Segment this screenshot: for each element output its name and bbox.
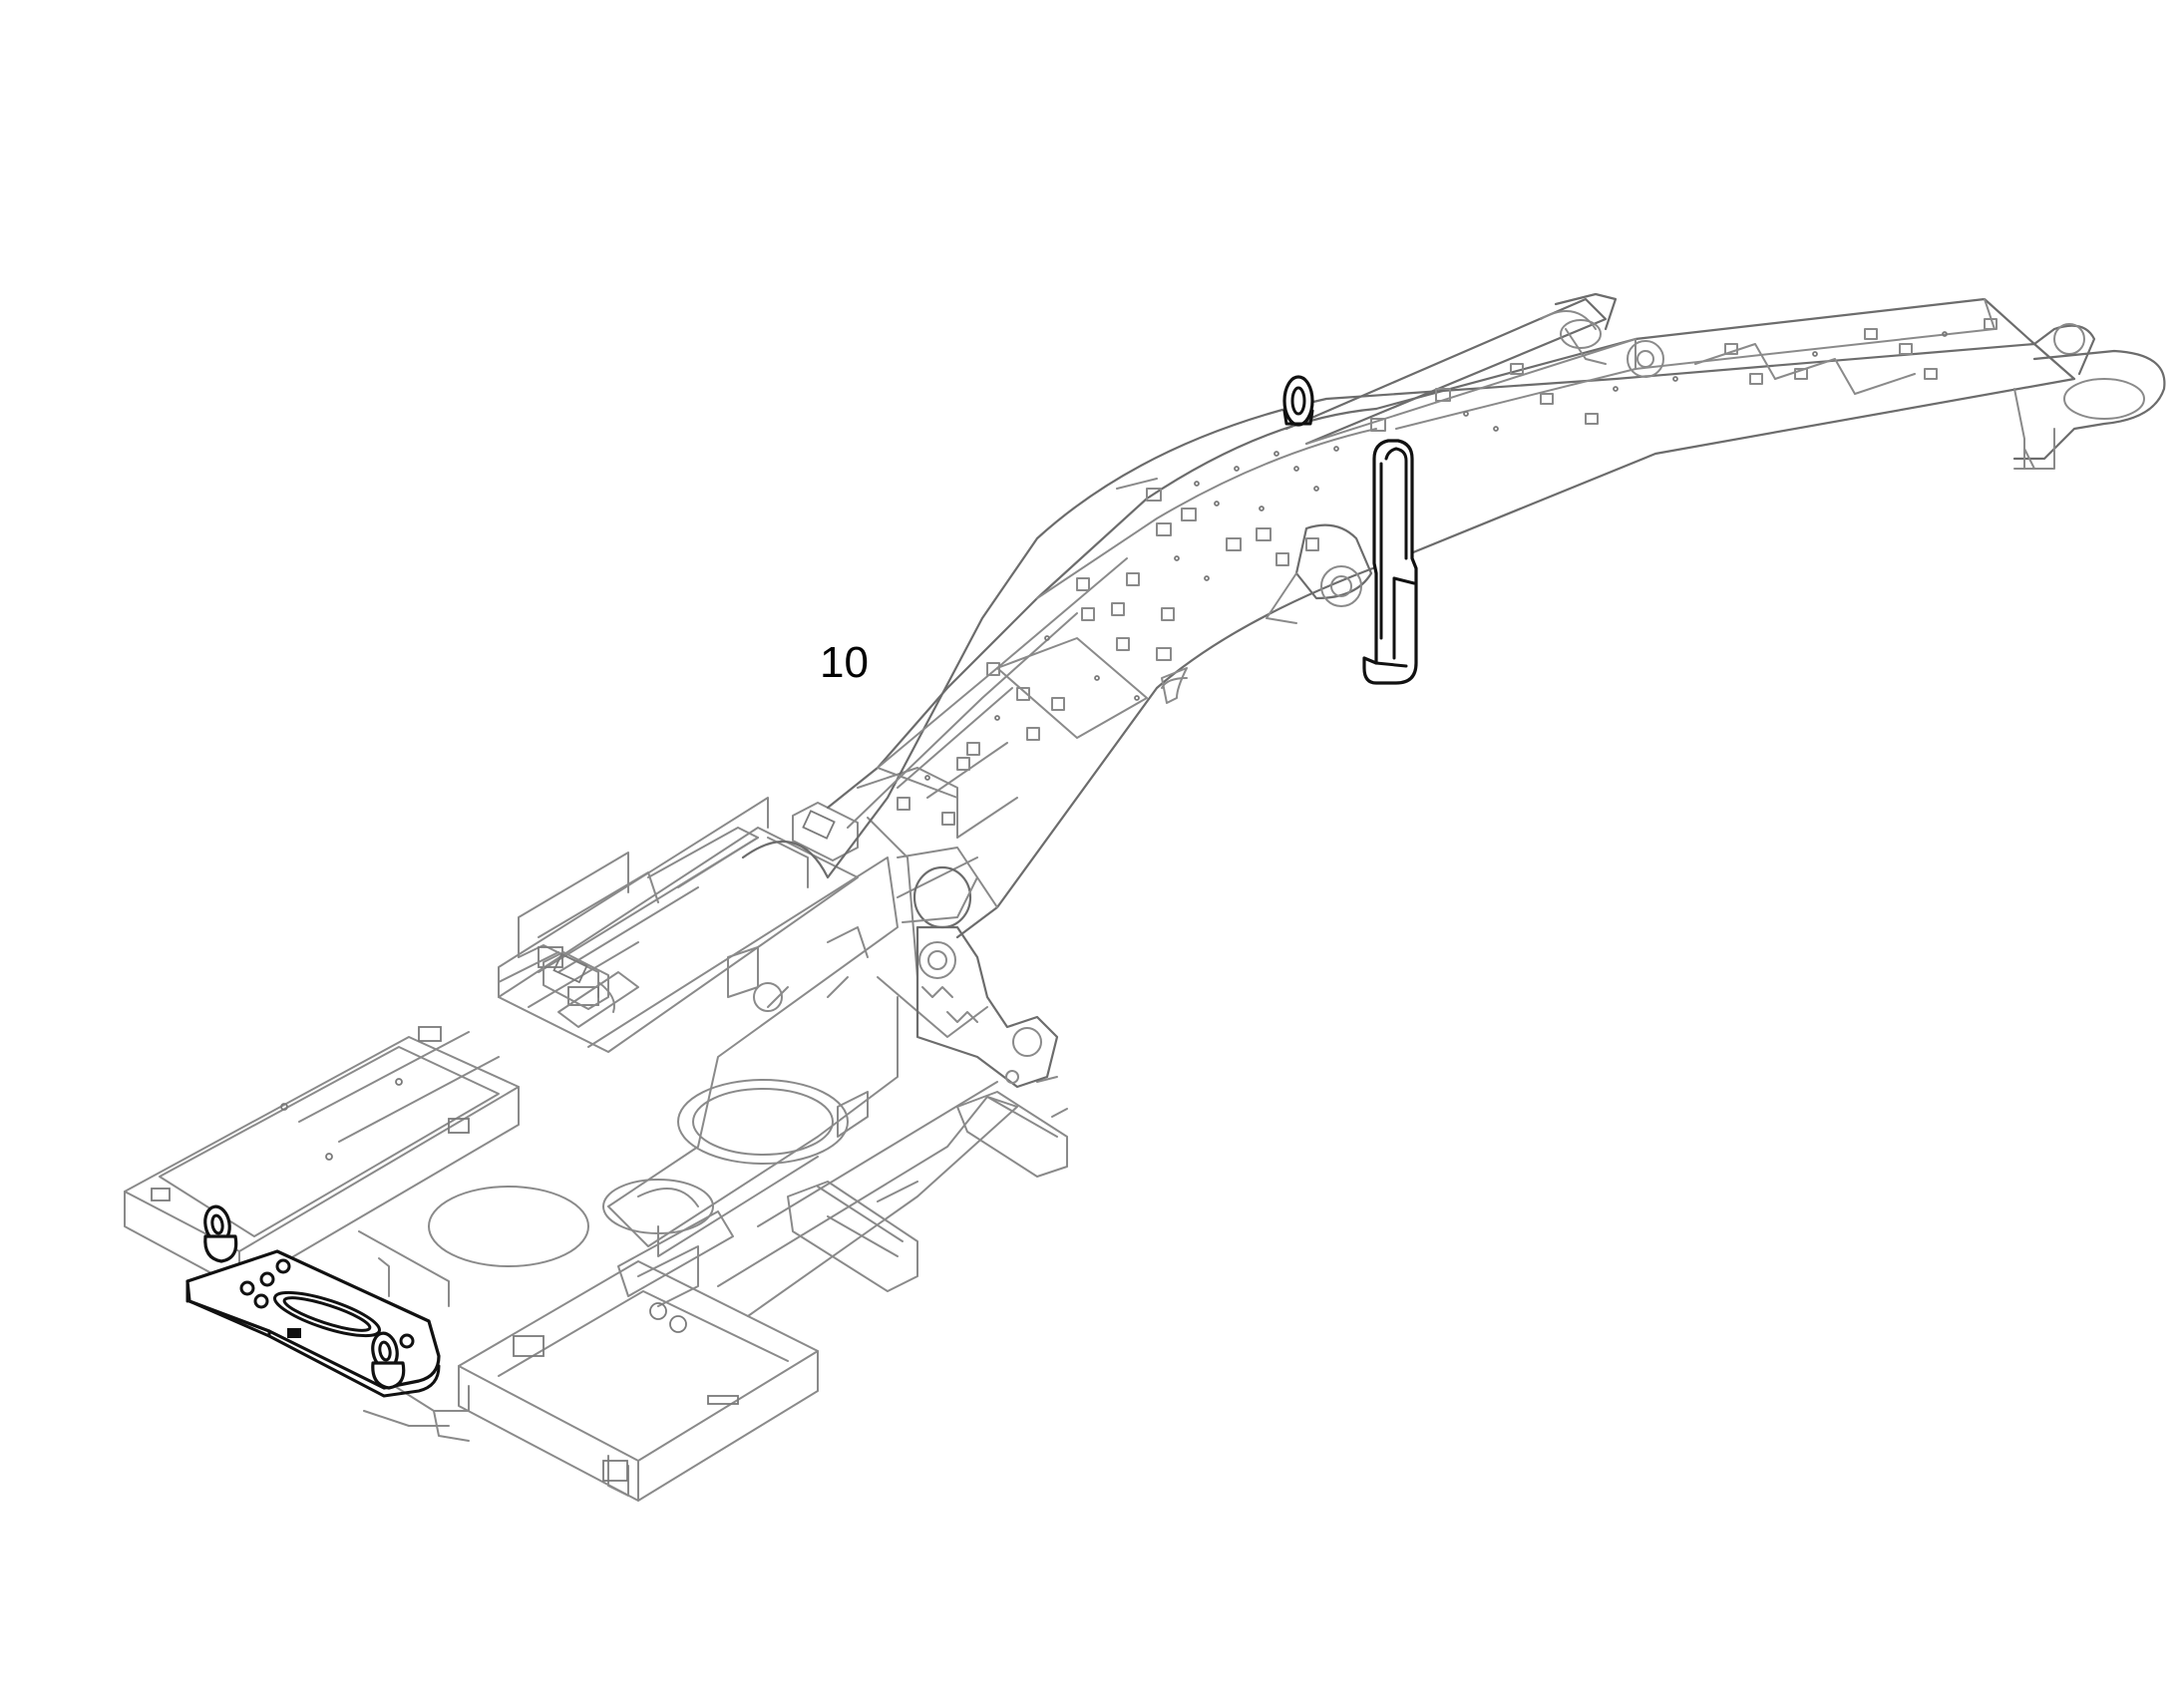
boom bbox=[741, 292, 2166, 939]
lifting-link bbox=[1362, 439, 1418, 685]
callout-number: 10 bbox=[820, 638, 869, 687]
boom-foot-bracket bbox=[727, 767, 1059, 1089]
upper-frame bbox=[124, 797, 1068, 1502]
lifting-eye-top bbox=[1282, 375, 1314, 427]
lifting-beam bbox=[185, 1204, 441, 1398]
